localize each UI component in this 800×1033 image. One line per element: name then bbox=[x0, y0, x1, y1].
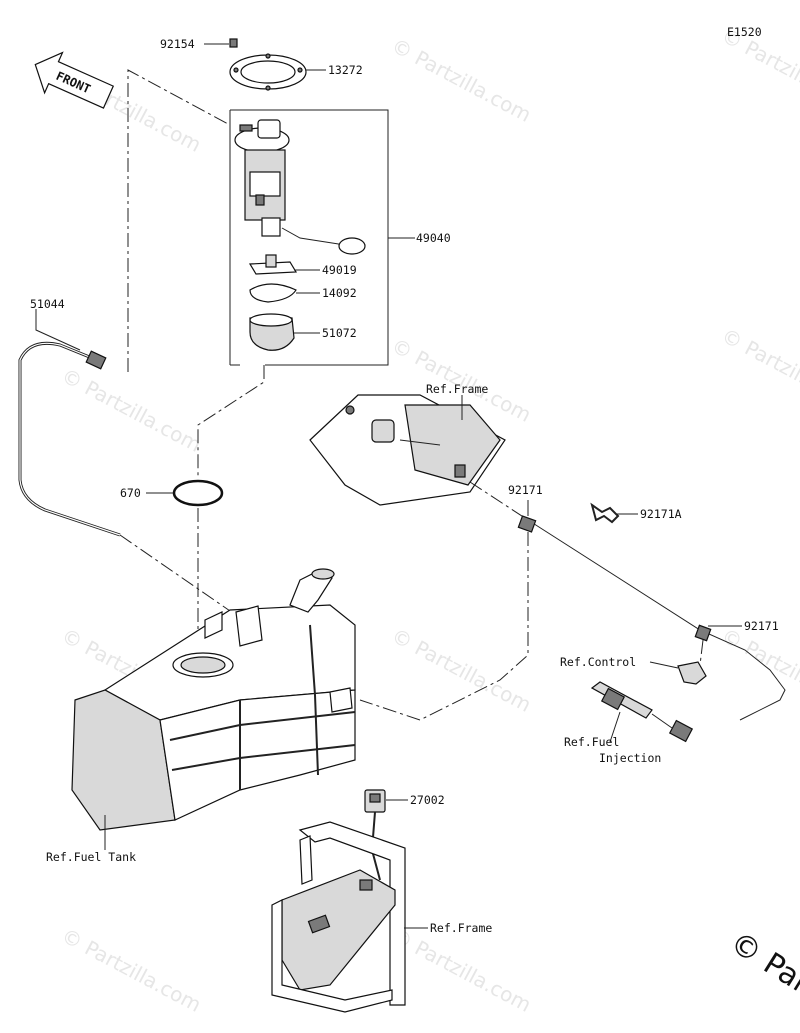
ref-control: Ref.Control bbox=[560, 655, 636, 669]
diagram-code: E1520 bbox=[727, 25, 762, 39]
clip-92171A bbox=[590, 502, 638, 524]
callout-92154: 92154 bbox=[160, 37, 195, 51]
hose-51044 bbox=[18, 309, 121, 537]
watermark-corner: © Partzilla.com bbox=[724, 925, 800, 1033]
ref-frame-top: Ref.Frame bbox=[426, 382, 488, 396]
fuel-pump bbox=[234, 119, 366, 255]
sensor-27002 bbox=[364, 789, 408, 881]
bolt-92154 bbox=[204, 38, 238, 48]
callout-49040: 49040 bbox=[416, 231, 451, 245]
callout-670: 670 bbox=[120, 486, 141, 500]
watermark-text: © Partzilla.com bbox=[58, 923, 206, 1017]
fuel-tank bbox=[71, 568, 356, 850]
plate-14092 bbox=[249, 283, 320, 303]
frame-top bbox=[309, 394, 506, 506]
ref-fuel-injection-line2: Injection bbox=[599, 751, 661, 765]
callout-92171-upper: 92171 bbox=[508, 483, 543, 497]
callout-51072: 51072 bbox=[322, 326, 357, 340]
frame-bottom bbox=[271, 821, 428, 1013]
callout-13272: 13272 bbox=[328, 63, 363, 77]
clip-92171-lower bbox=[694, 624, 742, 642]
callout-14092: 14092 bbox=[322, 286, 357, 300]
bracket-49040 bbox=[229, 109, 415, 366]
leader-51044-pump bbox=[127, 69, 231, 372]
watermark-text: © Partzilla.com bbox=[718, 323, 800, 417]
filter-49019 bbox=[248, 254, 320, 275]
watermarks: © Partzilla.com © Partzilla.com © Partzi… bbox=[58, 23, 800, 1033]
watermark-text: © Partzilla.com bbox=[58, 363, 206, 457]
fuel-injector bbox=[590, 681, 694, 743]
line-clip-tank bbox=[359, 532, 529, 721]
gasket-13272 bbox=[229, 53, 326, 91]
callout-51044: 51044 bbox=[30, 297, 65, 311]
ref-frame-bottom: Ref.Frame bbox=[430, 921, 492, 935]
clip-92171-upper bbox=[517, 500, 537, 533]
callout-92171A: 92171A bbox=[640, 507, 682, 521]
control-bracket bbox=[649, 639, 707, 685]
o-ring-670 bbox=[146, 479, 224, 507]
cup-51072 bbox=[249, 313, 320, 351]
callout-49019: 49019 bbox=[322, 263, 357, 277]
centerline-pump bbox=[197, 365, 265, 478]
watermark-text: © Partzilla.com bbox=[718, 623, 800, 717]
line-frame-clip bbox=[469, 481, 529, 521]
watermark-text: © Partzilla.com bbox=[388, 33, 536, 127]
ref-fuel-tank: Ref.Fuel Tank bbox=[46, 850, 136, 864]
watermark-text: © Partzilla.com bbox=[388, 923, 536, 1017]
callout-27002: 27002 bbox=[410, 793, 445, 807]
ref-fuel-injection-line1: Ref.Fuel bbox=[564, 735, 619, 749]
watermark-text: © Partzilla.com bbox=[388, 623, 536, 717]
callout-92171-lower: 92171 bbox=[744, 619, 779, 633]
